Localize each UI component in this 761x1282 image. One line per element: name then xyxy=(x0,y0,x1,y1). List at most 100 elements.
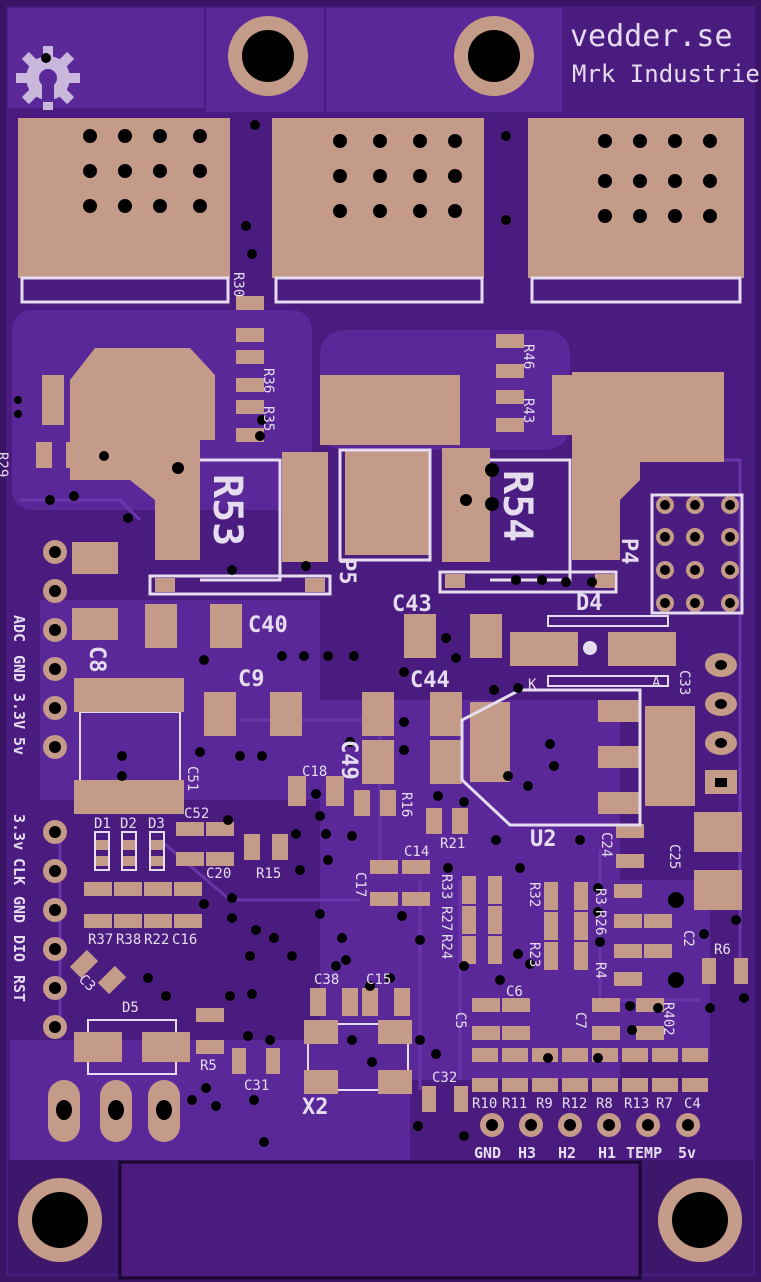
ref-C24: C24 xyxy=(598,832,614,857)
ref-C32: C32 xyxy=(432,1070,457,1086)
pin-label-h1: H1 xyxy=(598,1144,616,1162)
ref-C52: C52 xyxy=(184,806,209,822)
pin-label-rst: RST xyxy=(10,975,28,1002)
ref-R32: R32 xyxy=(526,882,542,907)
power-pads xyxy=(42,348,724,562)
ref-C2: C2 xyxy=(680,930,696,947)
copper-pour-dark xyxy=(8,1160,753,1274)
oshw-gear-icon xyxy=(16,46,80,110)
ref-D3: D3 xyxy=(148,816,165,832)
ref-R53: R53 xyxy=(204,474,250,546)
ref-R33: R33 xyxy=(438,874,454,899)
ref-R23: R23 xyxy=(526,942,542,967)
right-header-pins xyxy=(705,653,737,794)
ref-R6: R6 xyxy=(714,942,731,958)
ref-C31: C31 xyxy=(244,1078,269,1094)
ref-C9: C9 xyxy=(238,667,265,692)
ref-U2: U2 xyxy=(530,827,557,852)
ref-C51: C51 xyxy=(184,766,200,791)
ref-D2: D2 xyxy=(120,816,137,832)
d5-diode xyxy=(74,1019,190,1075)
ref-A: A xyxy=(652,675,661,691)
bottom-header-labels: GND H3 H2 H1 TEMP 5v xyxy=(474,1144,696,1162)
ref-R22: R22 xyxy=(144,932,169,948)
ref-R13: R13 xyxy=(624,1096,649,1112)
mounting-hole-3-drill xyxy=(32,1192,88,1248)
ref-C20: C20 xyxy=(206,866,231,882)
pin-label-dio: DIO xyxy=(10,935,28,962)
ref-D1: D1 xyxy=(94,816,111,832)
pin-label-gnd: GND xyxy=(10,655,28,682)
ref-D5: D5 xyxy=(122,1000,139,1016)
phase-oval-pads xyxy=(48,1080,180,1142)
ref-R26: R26 xyxy=(592,910,608,935)
resistor-array xyxy=(472,1048,708,1092)
ref-C18: C18 xyxy=(302,764,327,780)
pin-label-3v3: 3.3V xyxy=(10,693,28,729)
pin-label-bottom-gnd: GND xyxy=(474,1144,501,1162)
pin-label-adc: ADC xyxy=(10,615,28,642)
ref-P4: P4 xyxy=(616,538,641,565)
mounting-hole-1-drill xyxy=(242,30,294,82)
ref-R29: R29 xyxy=(0,452,10,477)
ref-R7: R7 xyxy=(656,1096,673,1112)
c3-capacitor xyxy=(69,949,127,995)
status-leds xyxy=(94,831,165,871)
ref-R10: R10 xyxy=(472,1096,497,1112)
shunt-outlines xyxy=(148,448,618,596)
ref-R8: R8 xyxy=(596,1096,613,1112)
ref-C25: C25 xyxy=(666,844,682,869)
mounting-hole-4-drill xyxy=(672,1192,728,1248)
ref-C40: C40 xyxy=(248,613,288,638)
ref-R402: R402 xyxy=(660,1002,676,1036)
pin-label-bottom-5v: 5v xyxy=(678,1144,696,1162)
ref-C44: C44 xyxy=(410,668,450,693)
ref-C43: C43 xyxy=(392,592,432,617)
bottom-header-pins xyxy=(480,1113,700,1137)
motor-connectors xyxy=(18,118,744,304)
x2-crystal xyxy=(304,1020,412,1094)
ref-R35: R35 xyxy=(260,406,276,431)
brand-company: Mrk Industries xyxy=(572,60,761,88)
pin-label-swd-3v3: 3.3v xyxy=(10,814,28,850)
ref-R27: R27 xyxy=(438,906,454,931)
ref-R54: R54 xyxy=(494,470,540,542)
vias xyxy=(14,53,749,1147)
ref-R38: R38 xyxy=(116,932,141,948)
ref-C4: C4 xyxy=(684,1096,701,1112)
ref-K: K xyxy=(528,677,537,693)
pin-label-h2: H2 xyxy=(558,1144,576,1162)
ref-R24: R24 xyxy=(438,934,454,959)
pin-label-swd-gnd: GND xyxy=(10,896,28,923)
brand-site: vedder.se xyxy=(570,19,733,54)
shunt-small-pads xyxy=(155,574,615,592)
ref-D4: D4 xyxy=(576,591,603,616)
ref-C5: C5 xyxy=(452,1012,468,1029)
c8-capacitor xyxy=(74,678,184,814)
silkscreen-labels: R30 R36 R35 R29 R46 R43 R53 R54 P5 P4 C4… xyxy=(0,272,731,1120)
ref-R5: R5 xyxy=(200,1058,217,1074)
ref-R30: R30 xyxy=(230,272,246,297)
ref-R16: R16 xyxy=(398,792,414,817)
left-header-pins xyxy=(43,540,67,1039)
ref-C15: C15 xyxy=(366,972,391,988)
ref-R3: R3 xyxy=(592,888,608,905)
ref-R4: R4 xyxy=(592,962,608,979)
ref-R36: R36 xyxy=(260,368,276,393)
ref-R21: R21 xyxy=(440,836,465,852)
pin-label-temp: TEMP xyxy=(626,1144,662,1162)
d4-diode xyxy=(547,615,669,687)
ref-C17: C17 xyxy=(352,872,368,897)
mounting-holes xyxy=(18,16,742,1262)
ref-R43: R43 xyxy=(520,398,536,423)
ref-R12: R12 xyxy=(562,1096,587,1112)
mounting-hole-2-drill xyxy=(468,30,520,82)
ref-X2: X2 xyxy=(302,1095,329,1120)
left-header-labels: ADC GND 3.3V 5v 3.3v CLK GND DIO RST xyxy=(10,615,28,1002)
ref-C16: C16 xyxy=(172,932,197,948)
usb-cutout xyxy=(118,1160,642,1280)
pin-label-h3: H3 xyxy=(518,1144,536,1162)
ref-C6: C6 xyxy=(506,984,523,1000)
ref-C8: C8 xyxy=(84,646,109,673)
